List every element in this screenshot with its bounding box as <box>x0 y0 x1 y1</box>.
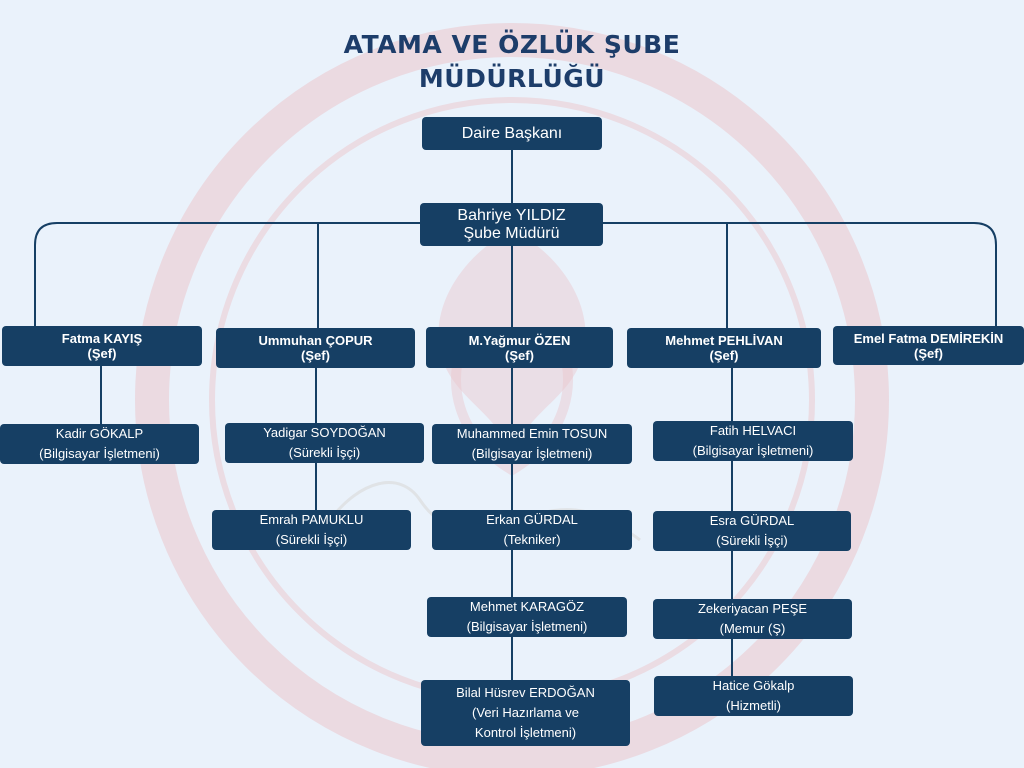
staff-name: Erkan GÜRDAL <box>486 512 578 527</box>
chief-box-copur: Ummuhan ÇOPUR (Şef) <box>216 328 415 368</box>
staff-role: (Bilgisayar İşletmeni) <box>466 619 588 634</box>
staff-role: (Memur (Ş) <box>719 621 786 636</box>
chief-role: (Şef) <box>914 345 943 361</box>
staff-box-gokalp-kadir: Kadir GÖKALP (Bilgisayar İşletmeni) <box>0 424 199 464</box>
chief-role: (Şef) <box>301 348 330 363</box>
staff-box-pese: Zekeriyacan PEŞE (Memur (Ş) <box>653 599 852 639</box>
staff-box-hatice-gokalp: Hatice Gökalp (Hizmetli) <box>654 676 853 716</box>
staff-role: (Sürekli İşçi) <box>288 445 361 460</box>
staff-box-karagoz: Mehmet KARAGÖZ (Bilgisayar İşletmeni) <box>427 597 627 637</box>
staff-name: Fatih HELVACI <box>709 423 797 438</box>
staff-role: (Bilgisayar İşletmeni) <box>471 446 593 461</box>
staff-name: Zekeriyacan PEŞE <box>697 601 808 616</box>
chief-box-kayis: Fatma KAYIŞ (Şef) <box>2 326 202 366</box>
staff-name: Emrah PAMUKLU <box>259 512 364 527</box>
staff-role: (Veri Hazırlama ve <box>472 705 579 720</box>
chief-box-ozen: M.Yağmur ÖZEN (Şef) <box>426 327 613 368</box>
staff-box-esra-gurdal: Esra GÜRDAL (Sürekli İşçi) <box>653 511 851 551</box>
title-line-2: MÜDÜRLÜĞÜ <box>418 64 606 93</box>
staff-name: Muhammed Emin TOSUN <box>456 426 608 441</box>
chief-name: Emel Fatma DEMİREKİN <box>853 330 1004 346</box>
staff-role: (Sürekli İşçi) <box>716 533 788 548</box>
staff-role: (Bilgisayar İşletmeni) <box>39 446 160 461</box>
staff-role-line-2: Kontrol İşletmeni) <box>474 725 577 740</box>
chief-box-pehlivan: Mehmet PEHLİVAN (Şef) <box>627 328 821 368</box>
chief-role: (Şef) <box>709 348 739 363</box>
manager-name: Bahriye YILDIZ <box>457 206 566 224</box>
staff-name: Mehmet KARAGÖZ <box>469 599 585 614</box>
staff-box-helvaci: Fatih HELVACI (Bilgisayar İşletmeni) <box>653 421 853 461</box>
chief-name: Fatma KAYIŞ <box>61 331 143 346</box>
head-name: Daire Başkanı <box>461 124 563 142</box>
chief-role: (Şef) <box>87 346 117 361</box>
manager-box: Bahriye YILDIZ Şube Müdürü <box>420 203 603 246</box>
staff-role: (Sürekli İşçi) <box>275 532 348 547</box>
chief-box-demirekin: Emel Fatma DEMİREKİN (Şef) <box>833 326 1024 365</box>
staff-role: (Hizmetli) <box>726 698 781 713</box>
staff-name: Hatice Gökalp <box>712 678 795 693</box>
staff-name: Bilal Hüsrev ERDOĞAN <box>456 685 595 700</box>
staff-name: Esra GÜRDAL <box>709 513 795 528</box>
staff-box-tosun: Muhammed Emin TOSUN (Bilgisayar İşletmen… <box>432 424 632 464</box>
chief-name: Ummuhan ÇOPUR <box>258 333 373 348</box>
staff-role: (Bilgisayar İşletmeni) <box>692 443 814 458</box>
chief-name: M.Yağmur ÖZEN <box>468 332 571 348</box>
chief-role: (Şef) <box>505 347 534 363</box>
staff-name: Kadir GÖKALP <box>55 426 144 441</box>
staff-box-soydogan: Yadigar SOYDOĞAN (Sürekli İşçi) <box>225 423 424 463</box>
chief-name: Mehmet PEHLİVAN <box>665 333 783 348</box>
head-box: Daire Başkanı <box>422 117 602 150</box>
title-line-1: ATAMA VE ÖZLÜK ŞUBE <box>343 30 681 59</box>
staff-role: (Tekniker) <box>503 532 561 547</box>
page-title: ATAMA VE ÖZLÜK ŞUBE MÜDÜRLÜĞÜ <box>0 28 1024 96</box>
manager-role: Şube Müdürü <box>463 224 560 242</box>
staff-box-pamuklu: Emrah PAMUKLU (Sürekli İşçi) <box>212 510 411 550</box>
staff-box-erdogan: Bilal Hüsrev ERDOĞAN (Veri Hazırlama ve … <box>421 680 630 746</box>
staff-name: Yadigar SOYDOĞAN <box>263 425 386 440</box>
staff-box-erkan-gurdal: Erkan GÜRDAL (Tekniker) <box>432 510 632 550</box>
